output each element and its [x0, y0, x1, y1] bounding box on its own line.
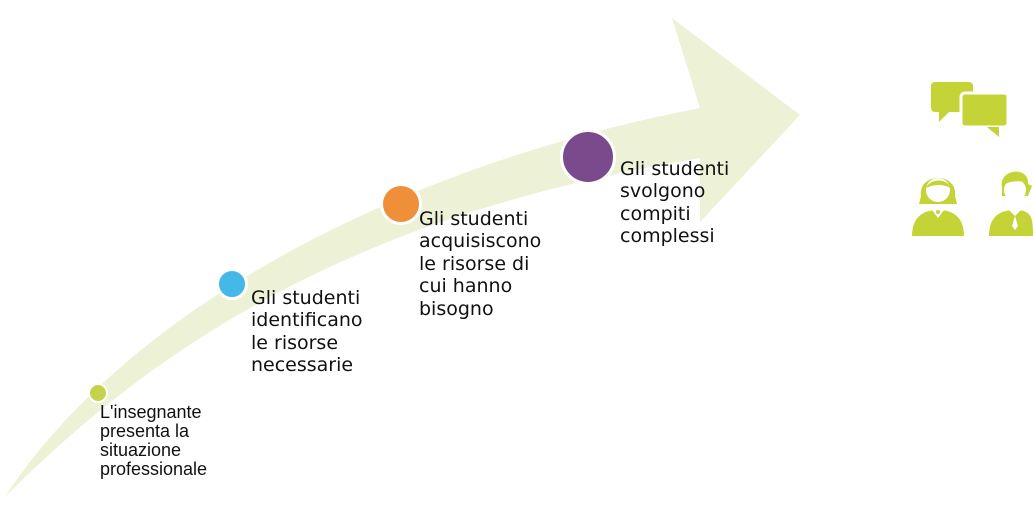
step-3-dot [380, 183, 422, 225]
step-4-label: Gli studenti svolgono compiti complessi [620, 158, 730, 248]
male-person-icon [989, 171, 1033, 236]
step-1-label: L'insegnante presenta la situazione prof… [100, 402, 208, 480]
step-3-label: Gli studenti acquisiscono le risorse di … [419, 208, 542, 320]
step-2-dot [216, 268, 248, 300]
step-4-dot [560, 129, 616, 185]
step-2-label: Gli studenti identificano le risorse nec… [251, 287, 363, 377]
speech-bubbles-icon [931, 82, 1010, 137]
female-person-icon [912, 178, 964, 236]
step-1-dot [88, 383, 108, 403]
